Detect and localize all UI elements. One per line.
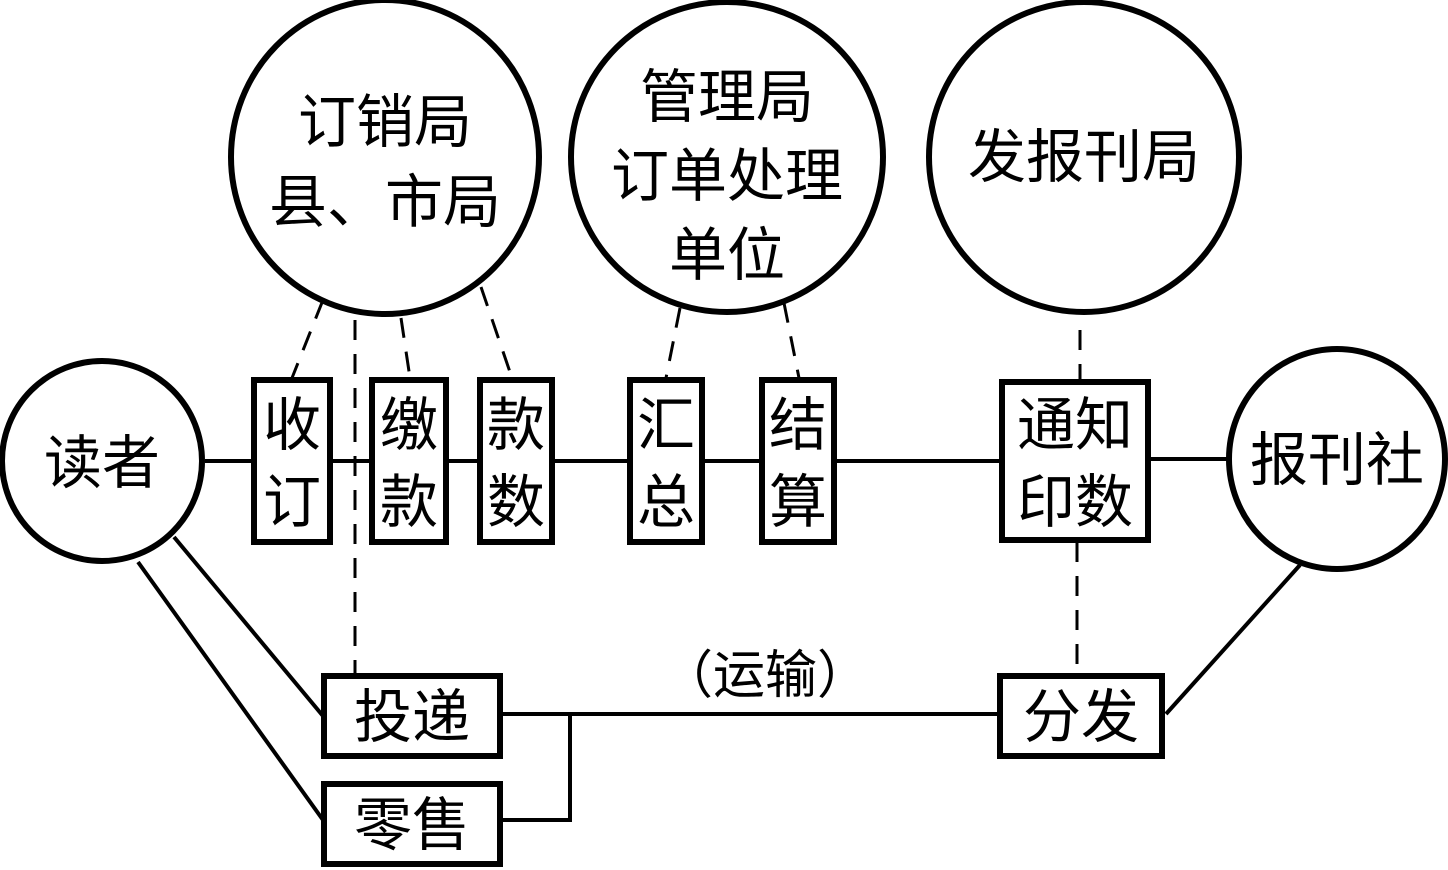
notify-line-1: 通知 xyxy=(1017,391,1133,459)
circle-press: 报刊社 xyxy=(1226,346,1448,572)
payment-char-2: 款 xyxy=(380,468,438,536)
edge-reader-retail xyxy=(136,560,325,822)
transport-annotation: （运输） xyxy=(661,646,869,706)
box-amount: 款 数 xyxy=(477,377,555,545)
summary-char-2: 总 xyxy=(637,468,695,536)
edge-distribute-press xyxy=(1164,563,1302,716)
distribute-label: 分发 xyxy=(1023,683,1139,751)
box-distribute: 分发 xyxy=(997,673,1165,759)
circle-reader: 读者 xyxy=(0,358,205,564)
dash-bureau-payment xyxy=(399,317,412,379)
box-subscribe: 收 订 xyxy=(251,377,333,545)
dash-management-summary xyxy=(664,307,682,379)
summary-char-1: 汇 xyxy=(637,391,695,459)
settle-char-2: 算 xyxy=(769,468,827,536)
edge-reader-deliver xyxy=(172,535,325,718)
subscribe-char-1: 收 xyxy=(263,391,321,459)
box-payment: 缴 款 xyxy=(369,377,449,545)
amount-char-2: 数 xyxy=(487,468,545,536)
settle-char-1: 结 xyxy=(769,391,827,459)
payment-char-1: 缴 xyxy=(380,391,438,459)
box-settle: 结 算 xyxy=(759,377,837,545)
dashed-connectors xyxy=(290,286,1082,674)
management-line-2: 订单处理 xyxy=(611,142,843,210)
solid-connectors xyxy=(136,457,1302,822)
box-deliver: 投递 xyxy=(321,673,503,759)
box-notify: 通知 印数 xyxy=(999,379,1151,543)
edge-retail-join xyxy=(503,714,572,822)
dash-bureau-amount xyxy=(479,286,514,379)
dash-bureau-subscribe xyxy=(290,299,325,379)
circle-sales-bureau: 订销局 县、市局 xyxy=(228,0,542,317)
publishing-bureau-label: 发报刊局 xyxy=(968,123,1200,191)
box-retail: 零售 xyxy=(321,781,503,867)
amount-char-1: 款 xyxy=(487,391,545,459)
management-line-3: 单位 xyxy=(669,221,785,289)
circle-publishing-bureau: 发报刊局 xyxy=(926,0,1242,315)
subscribe-char-2: 订 xyxy=(263,468,321,536)
circle-management: 管理局 订单处理 单位 xyxy=(568,0,886,315)
dash-management-settle xyxy=(782,302,801,379)
deliver-label: 投递 xyxy=(354,683,470,751)
management-line-1: 管理局 xyxy=(640,63,814,131)
box-summary: 汇 总 xyxy=(627,377,705,545)
reader-label: 读者 xyxy=(44,429,160,497)
sales-bureau-line-1: 订销局 xyxy=(298,88,472,156)
press-label: 报刊社 xyxy=(1250,426,1424,494)
retail-label: 零售 xyxy=(354,791,470,859)
sales-bureau-line-2: 县、市局 xyxy=(269,168,501,236)
notify-line-2: 印数 xyxy=(1017,468,1133,536)
